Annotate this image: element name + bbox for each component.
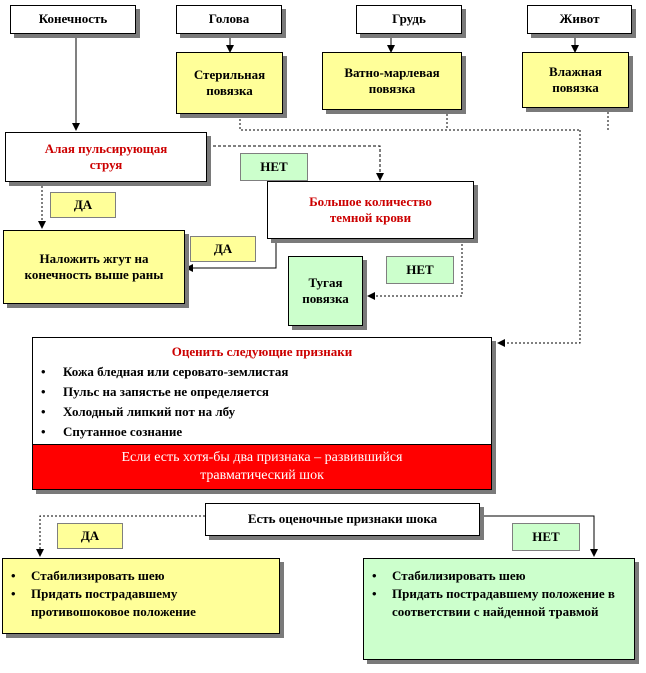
header-limb-label: Конечность xyxy=(38,11,108,27)
sign-item: Пульс на запястье не определяется xyxy=(33,382,491,402)
tight-bandage-label: Тугая повязка xyxy=(302,274,349,306)
no-label-shock: НЕТ xyxy=(512,523,580,551)
sign-item: Кожа бледная или серовато-землистая xyxy=(33,362,491,382)
shock-note: Если есть хотя-бы два признака – развивш… xyxy=(121,449,403,483)
no-actions-list: Стабилизировать шею Придать пострадавшем… xyxy=(364,567,624,621)
yes-label-text: ДА xyxy=(213,241,233,256)
sterile-bandage-box: Стерильная повязка xyxy=(176,52,283,114)
arterial-bleeding-box: Алая пульсирующая струя xyxy=(5,132,207,182)
wet-bandage-box: Влажная повязка xyxy=(522,52,629,108)
no-label-text: НЕТ xyxy=(260,159,288,174)
tourniquet-box: Наложить жгут на конечность выше раны xyxy=(3,230,185,304)
tight-bandage-box: Тугая повязка xyxy=(288,256,363,326)
sign-list: Кожа бледная или серовато-землистая Пуль… xyxy=(33,362,491,442)
yes-label-venous: ДА xyxy=(190,236,256,262)
tourniquet-label: Наложить жгут на конечность выше раны xyxy=(24,250,164,282)
venous-bleeding-box: Большое количество темной крови xyxy=(267,181,474,239)
assessment-box: Оценить следующие признаки Кожа бледная … xyxy=(32,337,492,490)
wet-bandage-label: Влажная повязка xyxy=(549,63,602,95)
yes-label-arterial: ДА xyxy=(50,192,116,218)
cotton-gauze-bandage-box: Ватно-марлевая повязка xyxy=(322,52,462,110)
no-label-text: НЕТ xyxy=(406,262,434,277)
header-limb: Конечность xyxy=(10,5,136,34)
assessment-title: Оценить следующие признаки xyxy=(171,344,353,359)
no-action-item: Стабилизировать шею xyxy=(364,567,624,585)
sign-item: Спутанное сознание xyxy=(33,422,491,442)
header-chest: Грудь xyxy=(356,5,462,34)
no-label-tight: НЕТ xyxy=(386,256,454,284)
shock-note-band: Если есть хотя-бы два признака – развивш… xyxy=(32,444,492,490)
yes-label-shock: ДА xyxy=(57,523,123,549)
header-head-label: Голова xyxy=(208,11,250,27)
venous-bleeding-label: Большое количество темной крови xyxy=(309,193,432,225)
sign-item: Холодный липкий пот на лбу xyxy=(33,402,491,422)
shock-decision-label: Есть оценочные признаки шока xyxy=(247,511,438,527)
header-chest-label: Грудь xyxy=(392,11,426,27)
shock-decision-box: Есть оценочные признаки шока xyxy=(205,503,480,536)
yes-label-text: ДА xyxy=(73,197,93,212)
no-label-text: НЕТ xyxy=(532,529,560,544)
header-belly-label: Живот xyxy=(559,11,600,27)
header-head: Голова xyxy=(176,5,282,34)
sterile-bandage-label: Стерильная повязка xyxy=(193,66,266,98)
yes-action-item: Стабилизировать шею xyxy=(3,567,279,585)
no-label-venous: НЕТ xyxy=(240,153,308,181)
arterial-bleeding-label: Алая пульсирующая струя xyxy=(44,140,168,172)
cotton-gauze-bandage-label: Ватно-марлевая повязка xyxy=(344,64,440,96)
no-actions-box: Стабилизировать шею Придать пострадавшем… xyxy=(363,558,635,660)
yes-actions-box: Стабилизировать шею Придать пострадавшем… xyxy=(2,558,280,634)
yes-action-item: Придать пострадавшему противошоковое пол… xyxy=(3,585,279,621)
header-belly: Живот xyxy=(527,5,632,34)
yes-label-text: ДА xyxy=(80,528,100,543)
no-action-item: Придать пострадавшему положение в соотве… xyxy=(364,585,624,621)
yes-actions-list: Стабилизировать шею Придать пострадавшем… xyxy=(3,567,279,621)
